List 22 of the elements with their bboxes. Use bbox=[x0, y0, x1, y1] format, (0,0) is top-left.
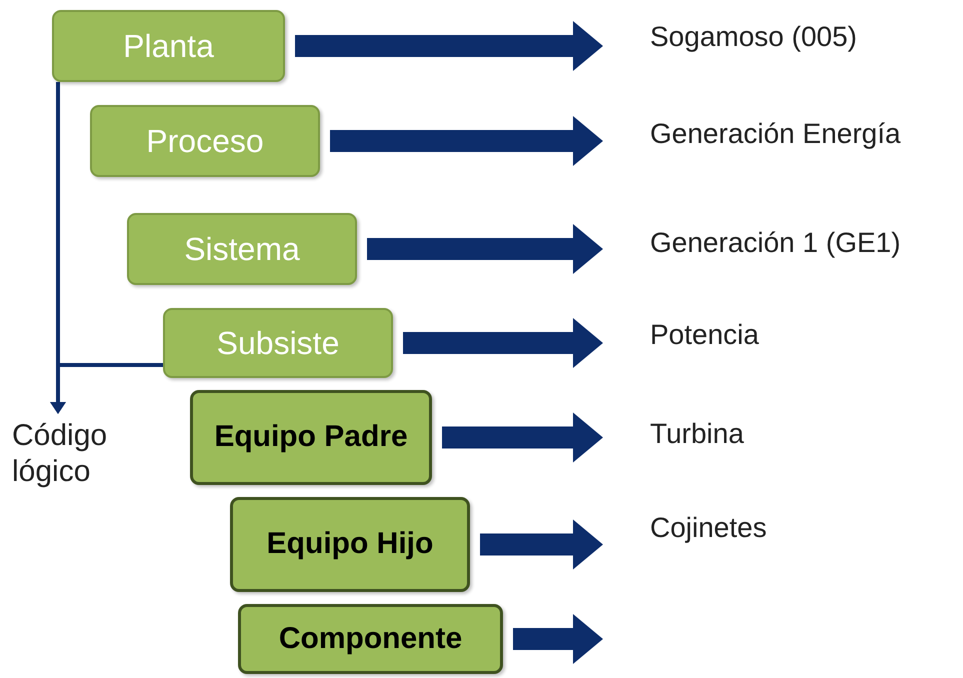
arrow bbox=[330, 116, 603, 166]
label-text: Generación Energía bbox=[650, 118, 901, 149]
arrow bbox=[295, 21, 603, 71]
arrow bbox=[403, 318, 603, 368]
label-text: Generación 1 (GE1) bbox=[650, 227, 901, 258]
level-box: Sistema bbox=[127, 213, 357, 285]
level-box: Equipo Hijo bbox=[230, 497, 470, 592]
level-box: Subsiste bbox=[163, 308, 393, 378]
arrow bbox=[367, 224, 603, 274]
label-text: Cojinetes bbox=[650, 512, 767, 543]
arrow bbox=[513, 614, 603, 664]
level-box: Planta bbox=[52, 10, 285, 82]
label-text: Código lógico bbox=[12, 419, 108, 488]
label-text: Turbina bbox=[650, 418, 744, 449]
arrow bbox=[50, 363, 163, 414]
arrow bbox=[480, 520, 603, 570]
arrow bbox=[442, 412, 603, 462]
level-box: Equipo Padre bbox=[190, 390, 432, 485]
level-box: Proceso bbox=[90, 105, 320, 177]
label-text: Sogamoso (005) bbox=[650, 21, 858, 52]
label-text: Potencia bbox=[650, 319, 759, 350]
level-box: Componente bbox=[238, 604, 503, 674]
